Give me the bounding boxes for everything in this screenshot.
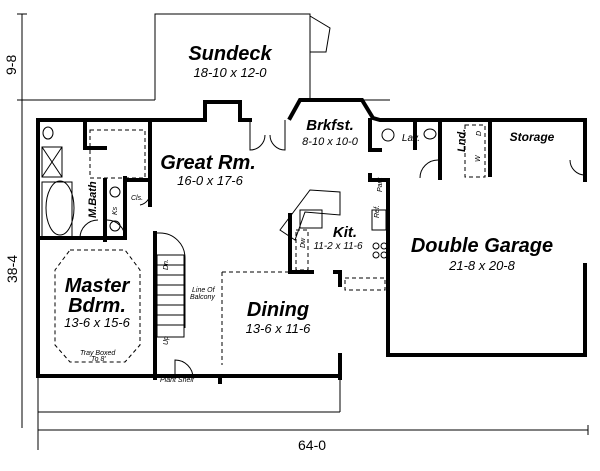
- tray-ceiling: [54, 249, 141, 363]
- garage-name: Double Garage: [411, 235, 553, 257]
- kitchen-size: 11-2 x 11-6: [313, 241, 363, 252]
- lav-name: Lav.: [402, 133, 420, 144]
- staircase: [156, 254, 185, 338]
- storage-name: Storage: [510, 130, 555, 144]
- kitchen-name: Kit.: [333, 224, 357, 241]
- dryer-note: D: [476, 131, 483, 136]
- dining-size: 13-6 x 11-6: [246, 321, 312, 336]
- master-bath-name: M.Bath: [87, 181, 99, 218]
- master-bedroom-name-2: Bdrm.: [68, 295, 126, 317]
- master-bedroom-size: 13-6 x 15-6: [64, 315, 131, 330]
- sundeck-name: Sundeck: [188, 43, 272, 65]
- tray-note-1: Tray Boxed: [80, 350, 116, 357]
- closet-note: Cls.: [131, 195, 143, 202]
- balcony-note-1: Line Of: [192, 287, 216, 294]
- dimension-deck: 9-8: [3, 55, 19, 75]
- dimension-width: 64-0: [298, 437, 326, 453]
- front-porch: [37, 376, 341, 413]
- garage-size: 21-8 x 20-8: [448, 258, 516, 273]
- refrigerator-note: Ref.: [374, 205, 381, 218]
- plant-shelf-note: Plant Shelf: [160, 377, 195, 384]
- balcony-line: [221, 271, 290, 365]
- stairs-down-note: Dn.: [163, 259, 170, 270]
- stairs-up-note: Up: [163, 336, 170, 345]
- ks-note: Ks: [112, 206, 119, 215]
- dimension-lines: [17, 13, 589, 450]
- great-room-size: 16-0 x 17-6: [177, 173, 244, 188]
- laundry-name: Lnd.: [456, 129, 468, 152]
- dishwasher-note: Dw: [300, 237, 307, 248]
- tray-note-2: To 8': [91, 356, 106, 363]
- breakfast-size: 8-10 x 10-0: [302, 136, 359, 148]
- washer-note: W: [475, 154, 482, 162]
- fixtures: [41, 124, 486, 291]
- dining-name: Dining: [247, 299, 309, 321]
- master-bedroom-name-1: Master: [65, 275, 131, 297]
- pantry-note: Pant: [377, 177, 384, 192]
- dimension-house-depth: 38-4: [4, 255, 20, 283]
- doors: [79, 120, 586, 379]
- great-room-name: Great Rm.: [160, 152, 256, 174]
- walls: [36, 98, 587, 384]
- balcony-note-2: Balcony: [190, 294, 215, 301]
- sundeck-size: 18-10 x 12-0: [194, 65, 268, 80]
- breakfast-name: Brkfst.: [306, 117, 354, 134]
